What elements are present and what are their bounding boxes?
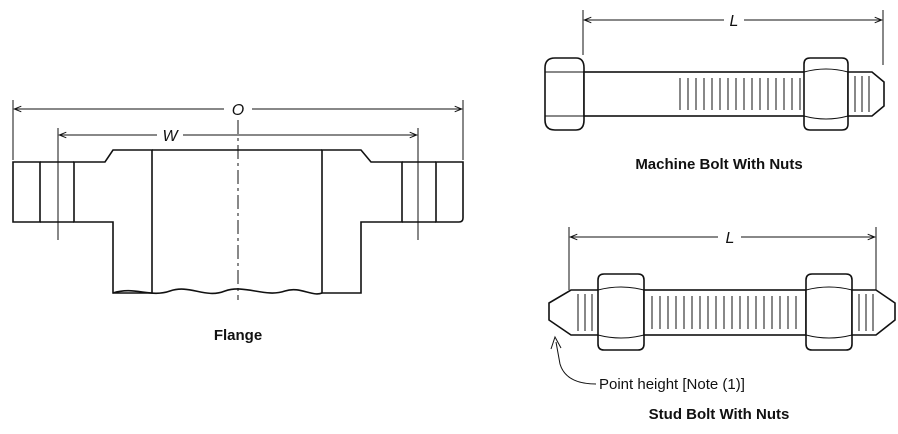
flange-right-rim-section — [435, 161, 464, 223]
stud-bolt-left-nut — [597, 273, 645, 351]
machine-bolt-dim-label: L — [730, 13, 739, 30]
stud-bolt-drawing: L — [548, 227, 896, 423]
stud-bolt-dim-label: L — [726, 230, 735, 247]
flange-drawing: O W Flange — [12, 100, 464, 344]
machine-bolt-threads — [679, 78, 801, 110]
flange-caption: Flange — [214, 327, 262, 344]
stud-bolt-left-nut-faces — [597, 286, 645, 339]
flange-right-bolt-hole — [402, 161, 436, 223]
point-height-note: Point height [Note (1)] — [599, 376, 745, 393]
stud-bolt-threads — [651, 296, 797, 329]
machine-bolt-drawing: L — [544, 10, 885, 173]
flange-right-hub-section — [321, 149, 403, 294]
dim-o-label: O — [232, 102, 244, 119]
machine-bolt-tip — [847, 71, 885, 117]
dim-w-label: W — [162, 128, 179, 145]
stud-bolt-caption: Stud Bolt With Nuts — [649, 406, 790, 423]
machine-bolt-caption: Machine Bolt With Nuts — [635, 156, 802, 173]
machine-bolt-tip-threads — [854, 76, 870, 112]
machine-bolt-head — [544, 57, 585, 131]
stud-bolt-left-tip-threads — [577, 294, 593, 331]
flange-left-bolt-hole — [40, 161, 74, 223]
machine-bolt-shank — [583, 71, 807, 117]
machine-bolt-nut-faces — [803, 68, 849, 120]
stud-bolt-right-tip-threads — [858, 294, 874, 331]
flange-left-hub-section — [73, 149, 153, 294]
stud-bolt-right-nut-faces — [805, 286, 853, 339]
point-height-arrowhead — [550, 335, 562, 350]
stud-bolt-right-nut — [805, 273, 853, 351]
flange-left-rim-section — [12, 161, 41, 223]
machine-bolt-nut — [803, 57, 849, 131]
point-height-leader — [555, 341, 597, 385]
flange-break-line — [112, 288, 323, 295]
